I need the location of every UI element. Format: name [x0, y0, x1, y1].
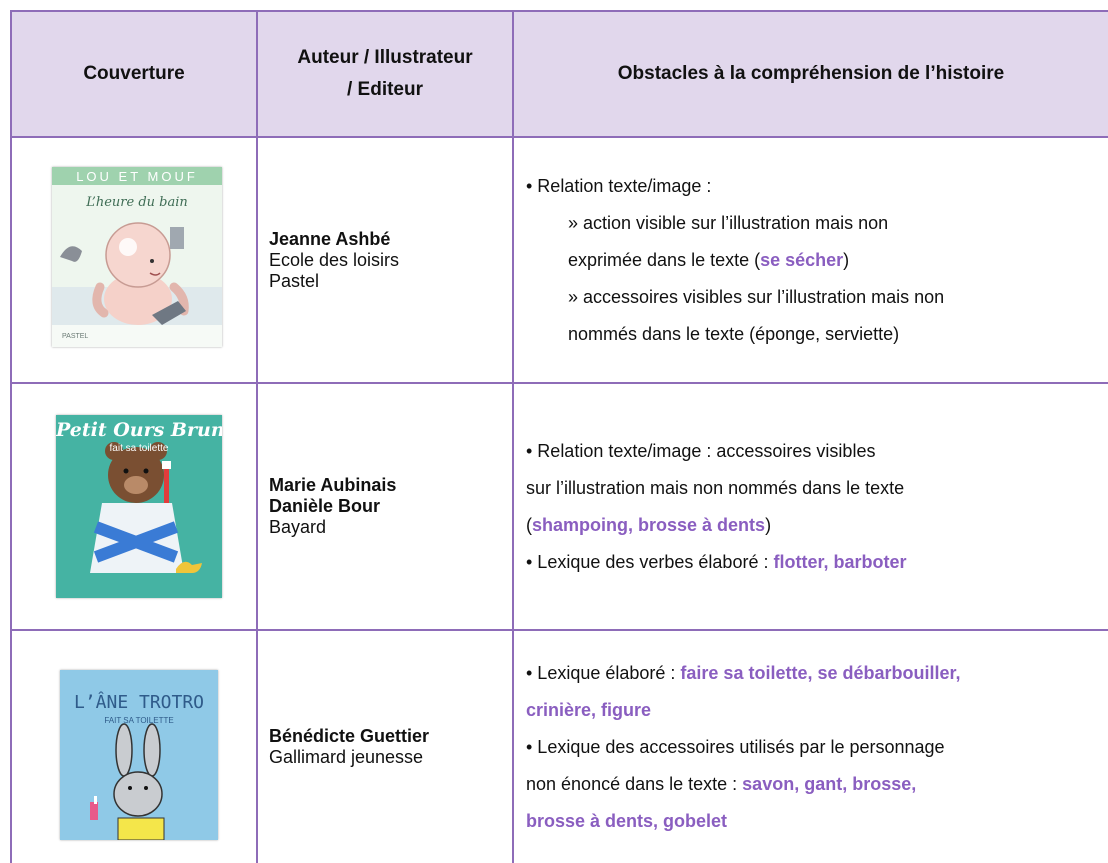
table-row-divider	[10, 382, 1108, 384]
highlighted-term: flotter, barboter	[773, 551, 907, 572]
obstacle-text: • Lexique des verbes élaboré :	[526, 551, 774, 572]
highlighted-term: brosse à dents, gobelet	[526, 810, 728, 831]
cover-illustration-baby-bath	[52, 167, 222, 347]
cover-illustration-bear-bathrobe	[56, 415, 222, 598]
book-cover-lou-et-mouf: LOU ET MOUF L’heure du bain PASTEL	[52, 167, 222, 347]
obstacle-line: non énoncé dans le texte : savon, gant, …	[526, 766, 1108, 803]
table-column-divider	[256, 10, 258, 863]
header-obstacles-label: Obstacles à la compréhension de l’histoi…	[617, 63, 1005, 84]
cover-title-top: LOU ET MOUF	[76, 169, 198, 184]
obstacle-text: non énoncé dans le texte :	[526, 773, 743, 794]
table-header-background	[10, 10, 1108, 138]
illustrator-name: Danièle Bour	[269, 496, 381, 516]
header-obstacles: Obstacles à la compréhension de l’histoi…	[514, 12, 1108, 136]
obstacles-cell-row1: • Relation texte/image : » action visibl…	[514, 138, 1108, 382]
header-author-label-line2: / Editeur	[346, 79, 423, 100]
highlighted-term: se sécher	[760, 249, 844, 270]
cover-title-sub: fait sa toilette	[109, 443, 169, 454]
header-cover-label: Couverture	[83, 63, 185, 84]
obstacle-line: » accessoires visibles sur l’illustratio…	[568, 286, 945, 307]
obstacle-line: crinière, figure	[526, 692, 1108, 729]
obstacle-line: exprimée dans le texte (se sécher)	[526, 242, 1108, 279]
header-cover: Couverture	[12, 12, 256, 136]
author-name: Bénédicte Guettier	[269, 726, 430, 746]
obstacle-text: exprimée dans le texte (	[568, 249, 761, 270]
books-table: Couverture Auteur / Illustrateur / Edite…	[10, 10, 1108, 863]
obstacle-text: )	[765, 514, 772, 535]
obstacle-line: • Relation texte/image :	[526, 175, 712, 196]
obstacle-line: • Lexique élaboré : faire sa toilette, s…	[526, 655, 1108, 692]
author-cell-aubinais-bour: Marie Aubinais Danièle Bour Bayard	[258, 384, 523, 629]
book-cover-petit-ours-brun: Petit Ours Brun fait sa toilette	[56, 415, 222, 598]
author-name: Marie Aubinais	[269, 475, 397, 495]
highlighted-term: crinière, figure	[526, 699, 652, 720]
obstacle-text: (	[526, 514, 532, 535]
obstacles-cell-row2: • Relation texte/image : accessoires vis…	[514, 384, 1108, 629]
header-author: Auteur / Illustrateur / Editeur	[258, 12, 512, 136]
publisher-name: Gallimard jeunesse	[269, 747, 424, 767]
obstacle-line: sur l’illustration mais non nommés dans …	[526, 477, 905, 498]
book-cover-ane-trotro: L’ÂNE TROTRO FAIT SA TOILETTE	[60, 670, 218, 840]
obstacle-line: » action visible sur l’illustration mais…	[568, 212, 889, 233]
cover-publisher-mark: PASTEL	[62, 333, 89, 340]
table-column-divider	[512, 10, 514, 863]
publisher-name: Bayard	[269, 517, 327, 537]
obstacle-line: (shampoing, brosse à dents)	[526, 507, 1108, 544]
author-name: Jeanne Ashbé	[269, 228, 391, 249]
table-header-divider	[10, 136, 1108, 138]
obstacle-line: • Lexique des verbes élaboré : flotter, …	[526, 544, 1108, 581]
cover-title-top: Petit Ours Brun	[56, 419, 222, 441]
header-author-label-line1: Auteur / Illustrateur	[297, 47, 473, 68]
author-cell-ashbe: Jeanne Ashbé Ecole des loisirs Pastel	[258, 138, 523, 382]
highlighted-term: faire sa toilette, se débarbouiller,	[680, 662, 961, 683]
obstacle-text: • Lexique élaboré :	[526, 662, 681, 683]
obstacle-line: • Lexique des accessoires utilisés par l…	[526, 736, 945, 757]
obstacle-line: • Relation texte/image : accessoires vis…	[526, 440, 876, 461]
cover-title-sub: FAIT SA TOILETTE	[104, 716, 174, 725]
highlighted-term: shampoing, brosse à dents	[532, 514, 766, 535]
obstacles-cell-row3: • Lexique élaboré : faire sa toilette, s…	[514, 631, 1108, 863]
obstacle-text: )	[843, 249, 850, 270]
publisher-imprint: Pastel	[269, 270, 320, 291]
author-cell-guettier: Bénédicte Guettier Gallimard jeunesse	[258, 631, 523, 863]
publisher-name: Ecole des loisirs	[269, 249, 400, 270]
table-border-left	[10, 10, 12, 863]
table-border-top	[10, 10, 1108, 12]
obstacle-line: nommés dans le texte (éponge, serviette)	[568, 323, 900, 344]
highlighted-term: savon, gant, brosse,	[742, 773, 917, 794]
table-row-divider	[10, 629, 1108, 631]
cover-title-sub: L’heure du bain	[86, 195, 188, 210]
cover-title-top: L’ÂNE TROTRO	[73, 692, 205, 713]
cover-illustration-donkey	[60, 670, 218, 840]
obstacle-line: brosse à dents, gobelet	[526, 803, 1108, 840]
